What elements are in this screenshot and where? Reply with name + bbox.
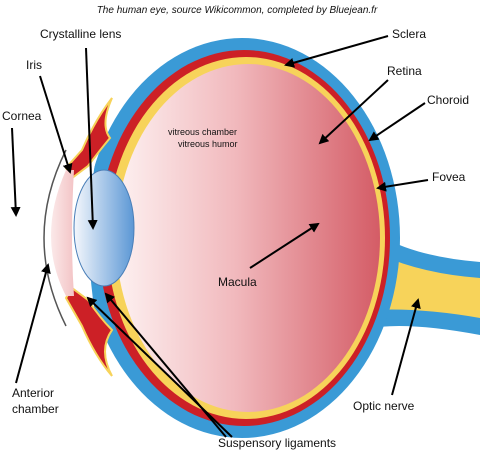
arrow-anterior-chamber [15,263,51,384]
anterior-chamber [51,170,74,296]
label-fovea: Fovea [432,170,466,184]
arrow-cornea [10,127,21,217]
arrow-retina [318,79,389,145]
label-cornea: Cornea [2,109,42,123]
label-anterior-chamber-line2: chamber [12,402,59,416]
label-anterior-chamber-line1: Anterior [12,386,54,400]
arrow-optic-nerve [391,298,421,396]
label-retina: Retina [387,64,422,78]
label-crystalline-lens: Crystalline lens [40,27,121,41]
arrow-crystalline-lens [85,47,98,230]
label-choroid: Choroid [427,93,469,107]
iris-lower [64,286,114,377]
figure-caption: The human eye, source Wikicommon, comple… [97,5,378,16]
crystalline-lens [73,169,135,287]
arrow-suspensory-ligaments-2 [86,296,233,438]
vitreous-chamber [116,64,380,412]
label-sclera: Sclera [392,27,426,41]
arrow-macula [249,222,320,269]
arrow-fovea [376,179,429,192]
arrow-choroid [368,102,426,142]
label-vitreous-chamber: vitreous chamber [168,127,237,137]
arrow-sclera [284,35,389,68]
cornea [43,149,67,327]
arrow-iris [39,75,73,174]
label-optic-nerve: Optic nerve [353,399,415,413]
label-suspensory-ligaments: Suspensory ligaments [218,436,336,450]
label-macula: Macula [218,275,257,289]
label-vitreous-humor: vitreous humor [178,139,238,149]
label-iris: Iris [26,58,42,72]
